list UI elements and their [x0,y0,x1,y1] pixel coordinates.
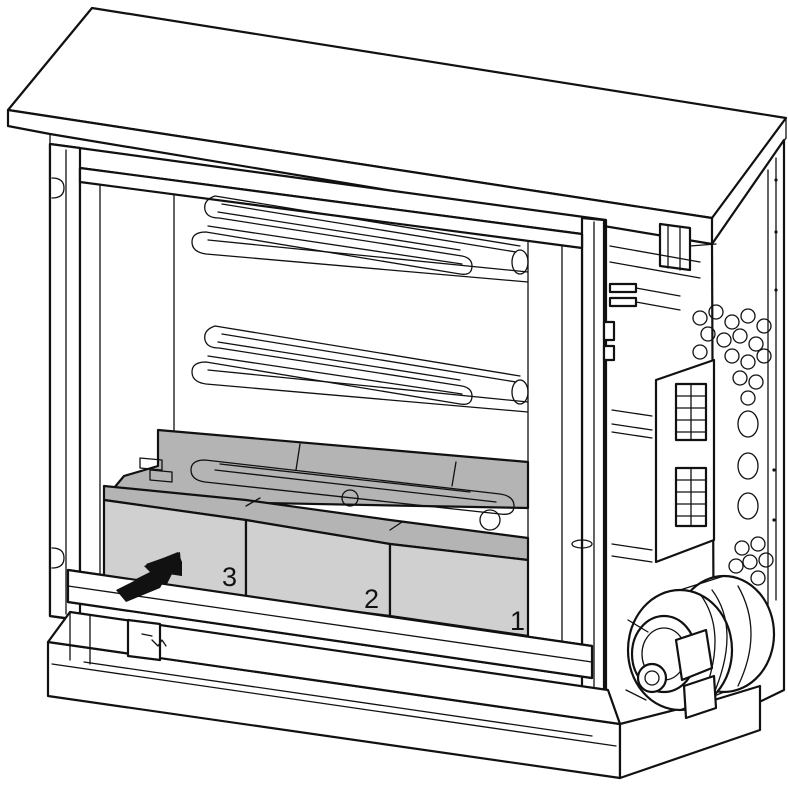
brick-label-2: 2 [364,584,379,614]
motor [625,574,776,720]
electrical-compartment [571,222,717,564]
base-tray [46,610,762,780]
vent-grille [692,304,774,586]
terminal-block-lower [674,466,708,528]
brick-label-1: 1 [510,606,525,636]
insertion-arrow-icon-overlay [116,552,182,602]
terminal-block-upper [674,382,708,442]
brick-grooves [139,443,515,531]
brick-label-3: 3 [222,562,237,592]
middle-heating-element [191,325,529,413]
upper-heating-element [191,195,529,283]
refractory-bricks: 3 2 1 [102,428,530,638]
